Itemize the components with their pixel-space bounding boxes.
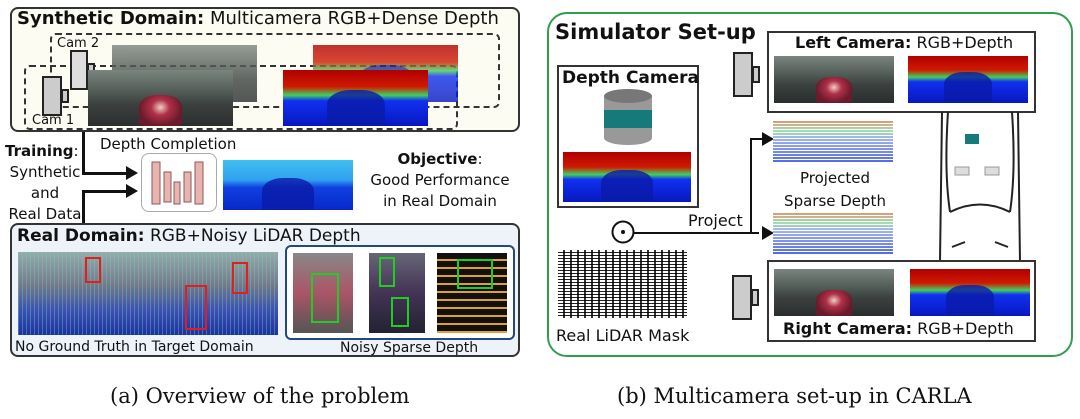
arrow-icon bbox=[762, 132, 774, 146]
arrow-icon bbox=[126, 166, 138, 180]
lidar-mask-label: Real LiDAR Mask bbox=[556, 326, 690, 345]
right-camera-label: Right Camera: RGB+Depth bbox=[783, 319, 1014, 338]
rgb-image bbox=[88, 70, 233, 126]
depth-camera-box bbox=[557, 65, 699, 208]
right-rgb-image bbox=[774, 269, 894, 316]
depth-image bbox=[283, 70, 428, 126]
left-depth-image bbox=[908, 56, 1028, 103]
left-rgb-image bbox=[774, 56, 894, 103]
depth-camera-image bbox=[563, 152, 691, 202]
cam2-group bbox=[50, 33, 500, 108]
predicted-depth-image bbox=[223, 160, 353, 210]
left-camera-icon bbox=[733, 52, 760, 97]
simulator-box bbox=[547, 12, 1073, 357]
simulator-title: Simulator Set-up bbox=[555, 20, 756, 44]
network-icon bbox=[141, 153, 217, 212]
depth-completion-label: Depth Completion bbox=[100, 135, 237, 153]
camera-icon bbox=[70, 50, 95, 90]
cam1-label: Cam 1 bbox=[32, 113, 75, 128]
right-depth-image bbox=[910, 269, 1030, 316]
no-ground-truth-caption: No Ground Truth in Target Domain bbox=[15, 339, 254, 355]
real-domain-title: Real Domain: RGB+Noisy LiDAR Depth bbox=[17, 226, 361, 246]
car-topview-icon bbox=[939, 112, 1021, 262]
arrow-icon bbox=[762, 226, 774, 240]
projected-sparse-image bbox=[773, 120, 893, 163]
caption-a: (a) Overview of the problem bbox=[110, 384, 410, 408]
lidar-sensor-icon bbox=[604, 89, 652, 145]
noisy-sparse-depth-caption: Noisy Sparse Depth bbox=[340, 340, 479, 356]
camera-icon bbox=[42, 76, 69, 116]
project-label: Project bbox=[688, 211, 743, 230]
caption-b: (b) Multicamera set-up in CARLA bbox=[617, 384, 972, 408]
cam2-label: Cam 2 bbox=[57, 36, 100, 51]
arrow-icon bbox=[126, 184, 138, 198]
lidar-origin-icon bbox=[611, 220, 635, 244]
lidar-mask-image bbox=[558, 250, 687, 318]
synthetic-domain-title: Synthetic Domain: Multicamera RGB+Dense … bbox=[17, 8, 499, 29]
noisy-crops-box bbox=[285, 245, 515, 340]
right-camera-icon bbox=[732, 275, 759, 320]
depth-camera-label: Depth Camera bbox=[562, 68, 700, 88]
projected-sparse-image bbox=[773, 212, 893, 255]
left-camera-label: Left Camera: RGB+Depth bbox=[795, 33, 1014, 52]
